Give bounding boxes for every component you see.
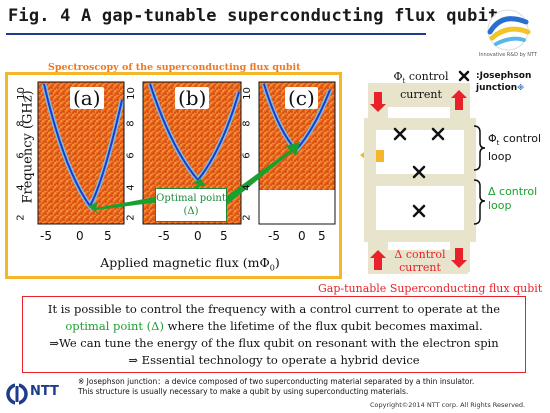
summary-line-4: ⇒ Essential technology to operate a hybr… [128, 353, 420, 367]
ytick: 10 [241, 87, 253, 100]
xtick: 0 [298, 229, 306, 243]
phi-control-loop-label: Φt control loop [488, 132, 542, 164]
ntt-swirl-logo-icon [487, 9, 531, 51]
delta-current-arrow-up [370, 250, 386, 270]
ytick: 2 [15, 214, 27, 221]
ytick: 2 [125, 214, 137, 221]
phi-loop-brace [473, 125, 486, 171]
xtick: 5 [104, 229, 112, 243]
panel-label-c: (c) [285, 87, 318, 109]
summary-box [22, 296, 526, 373]
x-axis-label: Applied magnetic flux (mΦ0) [100, 255, 280, 273]
xtick: 5 [318, 229, 326, 243]
phi-control-current-label: Φt control current [393, 70, 449, 102]
footnote-line-1: ※ Josephson junction：a device composed o… [78, 377, 475, 386]
ytick: 8 [125, 120, 137, 127]
arrow-to-panel-a [88, 196, 160, 214]
ytick: 8 [241, 120, 253, 127]
xtick: -5 [268, 229, 280, 243]
circuit-title: Gap-tunable Superconducting flux qubit [318, 282, 543, 295]
summary-line-1: It is possible to control the frequency … [47, 302, 501, 316]
qubit-circuit-diagram [364, 83, 476, 274]
footnote-line-2: This structure is usually necessary to m… [78, 387, 409, 396]
ytick: 8 [15, 120, 27, 127]
summary-line-2: optimal point (Δ) where the lifetime of … [65, 319, 483, 333]
optimal-point-line2: (Δ) [183, 206, 199, 217]
delta-control-current-label: Δ control current [394, 248, 446, 274]
optimal-point-callout: Optimal point (Δ) [155, 188, 227, 222]
summary-line-3: ⇒We can tune the energy of the flux qubi… [49, 336, 499, 350]
spectroscopy-frame [5, 72, 342, 279]
josephson-junction-legend: :Josephson junction※ [476, 71, 532, 93]
page-title: Fig. 4 A gap-tunable superconducting flu… [8, 6, 499, 26]
ytick: 4 [241, 184, 253, 191]
logo-caption: Innovative R&D by NTT [478, 52, 538, 58]
delta-loop-brace [473, 179, 486, 225]
phi-current-arrow-down [370, 92, 386, 112]
xtick: -5 [40, 229, 52, 243]
josephson-junctions [393, 70, 470, 218]
ytick: 6 [241, 152, 253, 159]
title-underline [6, 33, 426, 35]
delta-current-arrow-down [451, 248, 467, 268]
panel-label-b: (b) [175, 87, 210, 109]
arrow-to-panel-c [224, 142, 300, 204]
ytick: 2 [241, 214, 253, 221]
ytick: 10 [125, 87, 137, 100]
xtick: 0 [76, 229, 84, 243]
panel-label-a: (a) [70, 87, 104, 109]
ytick: 6 [15, 152, 27, 159]
ntt-brand-text: NTT [30, 384, 59, 399]
ytick: 10 [15, 87, 27, 100]
spectroscopy-title: Spectroscopy of the superconducting flux… [48, 62, 301, 73]
delta-control-loop-label: Δ control loop [488, 185, 538, 212]
ytick: 6 [125, 152, 137, 159]
optimal-point-line1: Optimal point [156, 193, 226, 204]
ytick: 4 [125, 184, 137, 191]
xtick: 5 [220, 229, 228, 243]
copyright: Copyright©2014 NTT corp. All Rights Rese… [370, 401, 526, 409]
xtick: 0 [194, 229, 202, 243]
phi-current-arrow-up [451, 90, 467, 110]
ntt-logo-icon [6, 383, 28, 405]
ytick: 4 [15, 184, 27, 191]
xtick: -5 [158, 229, 170, 243]
